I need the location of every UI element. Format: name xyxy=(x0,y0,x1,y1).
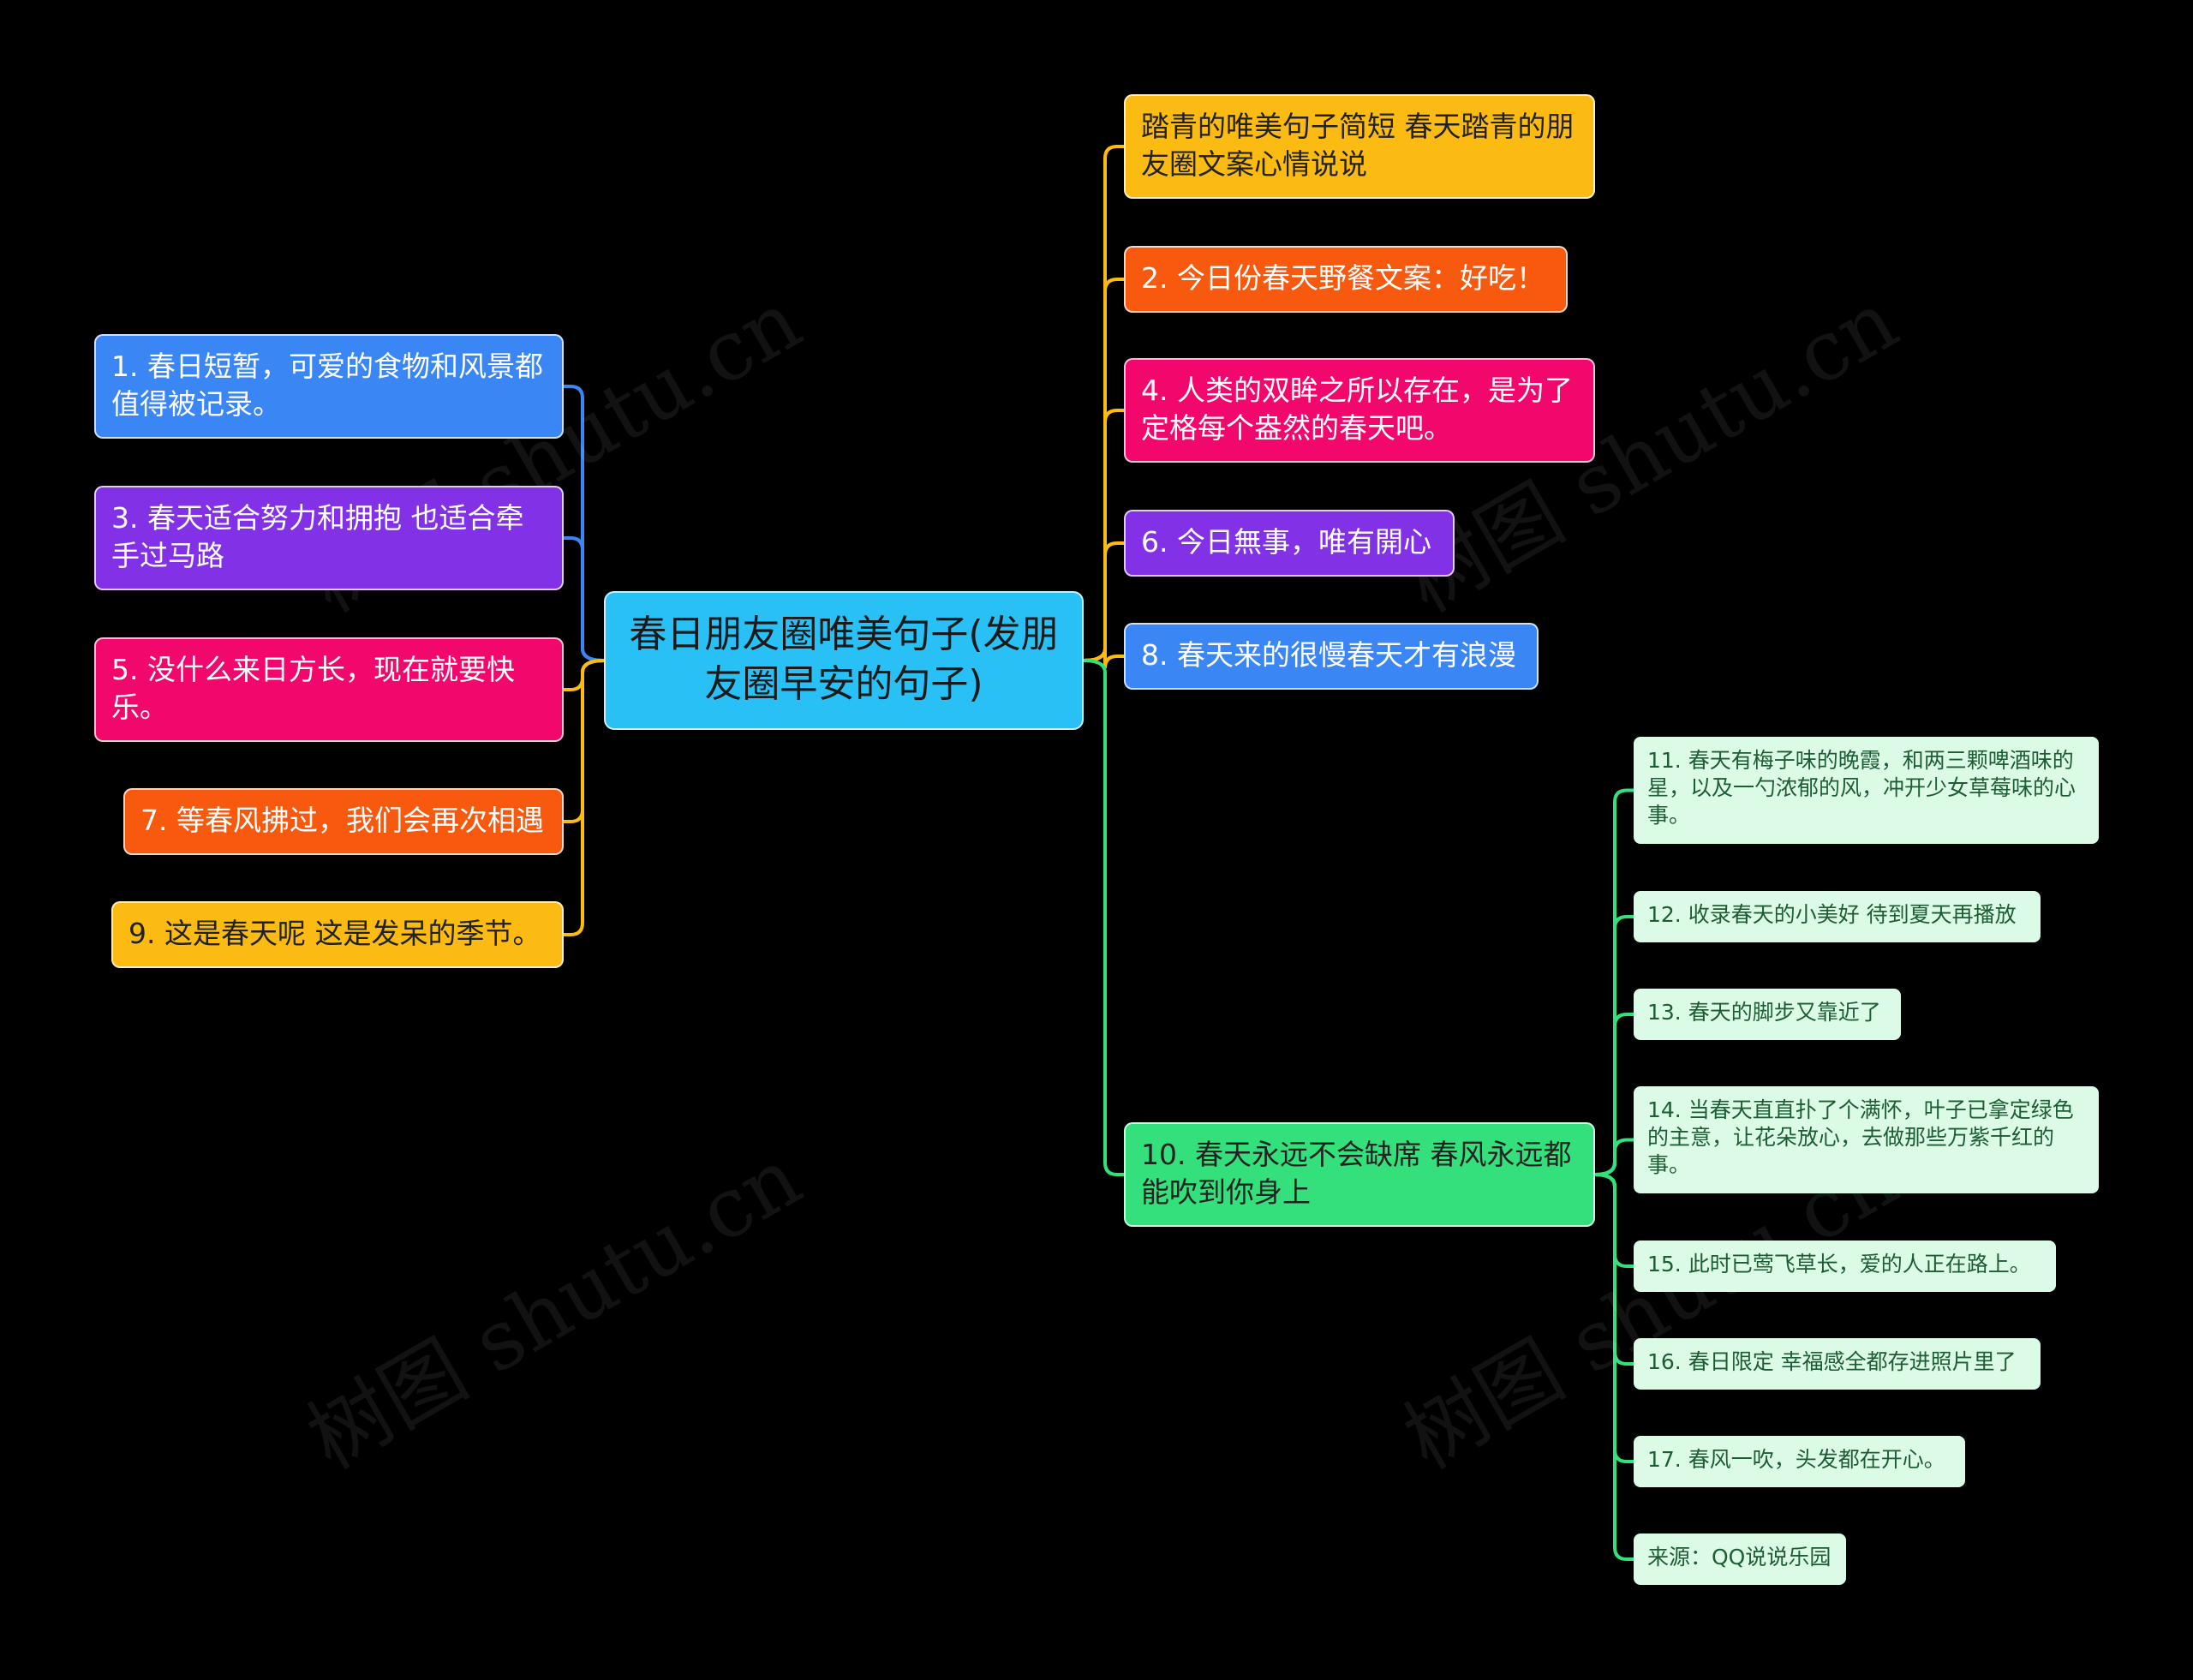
sub-branch-node[interactable]: 来源：QQ说说乐园 xyxy=(1634,1534,1846,1585)
sub-branch-node[interactable]: 16. 春日限定 幸福感全都存进照片里了 xyxy=(1634,1338,2041,1390)
central-topic[interactable]: 春日朋友圈唯美句子(发朋友圈早安的句子) xyxy=(604,591,1084,730)
sub-branch-node[interactable]: 13. 春天的脚步又靠近了 xyxy=(1634,989,1901,1040)
connector-line xyxy=(1593,1138,1635,1176)
connector-line xyxy=(562,659,606,936)
connector-line xyxy=(562,536,606,662)
connector-line xyxy=(1082,541,1126,662)
right-branch-node[interactable]: 2. 今日份春天野餐文案：好吃！ xyxy=(1124,246,1568,313)
sub-branch-node[interactable]: 15. 此时已莺飞草长，爱的人正在路上。 xyxy=(1634,1241,2056,1292)
right-branch-node[interactable]: 8. 春天来的很慢春天才有浪漫 xyxy=(1124,623,1539,690)
left-branch-node[interactable]: 3. 春天适合努力和拥抱 也适合牵手过马路 xyxy=(94,486,564,590)
right-branch-node[interactable]: 踏青的唯美句子简短 春天踏青的朋友圈文案心情说说 xyxy=(1124,94,1595,199)
connector-line xyxy=(1082,659,1126,1176)
sub-branch-node[interactable]: 11. 春天有梅子味的晚霞，和两三颗啤酒味的星，以及一勺浓郁的风，冲开少女草莓味… xyxy=(1634,737,2099,844)
sub-branch-node[interactable]: 17. 春风一吹，头发都在开心。 xyxy=(1634,1436,1965,1487)
left-branch-node[interactable]: 1. 春日短暂，可爱的食物和风景都值得被记录。 xyxy=(94,334,564,439)
right-branch-node[interactable]: 10. 春天永远不会缺席 春风永远都能吹到你身上 xyxy=(1124,1122,1595,1227)
left-branch-node[interactable]: 5. 没什么来日方长，现在就要快乐。 xyxy=(94,637,564,742)
right-branch-node[interactable]: 6. 今日無事，唯有開心 xyxy=(1124,510,1455,577)
right-branch-node[interactable]: 4. 人类的双眸之所以存在，是为了定格每个盎然的春天吧。 xyxy=(1124,358,1595,463)
left-branch-node[interactable]: 9. 这是春天呢 这是发呆的季节。 xyxy=(111,901,564,968)
sub-branch-node[interactable]: 12. 收录春天的小美好 待到夏天再播放 xyxy=(1634,891,2041,942)
left-branch-node[interactable]: 7. 等春风拂过，我们会再次相遇 xyxy=(123,788,564,855)
connector-line xyxy=(1593,1173,1635,1561)
sub-branch-node[interactable]: 14. 当春天直直扑了个满怀，叶子已拿定绿色的主意，让花朵放心，去做那些万紫千红… xyxy=(1634,1086,2099,1193)
